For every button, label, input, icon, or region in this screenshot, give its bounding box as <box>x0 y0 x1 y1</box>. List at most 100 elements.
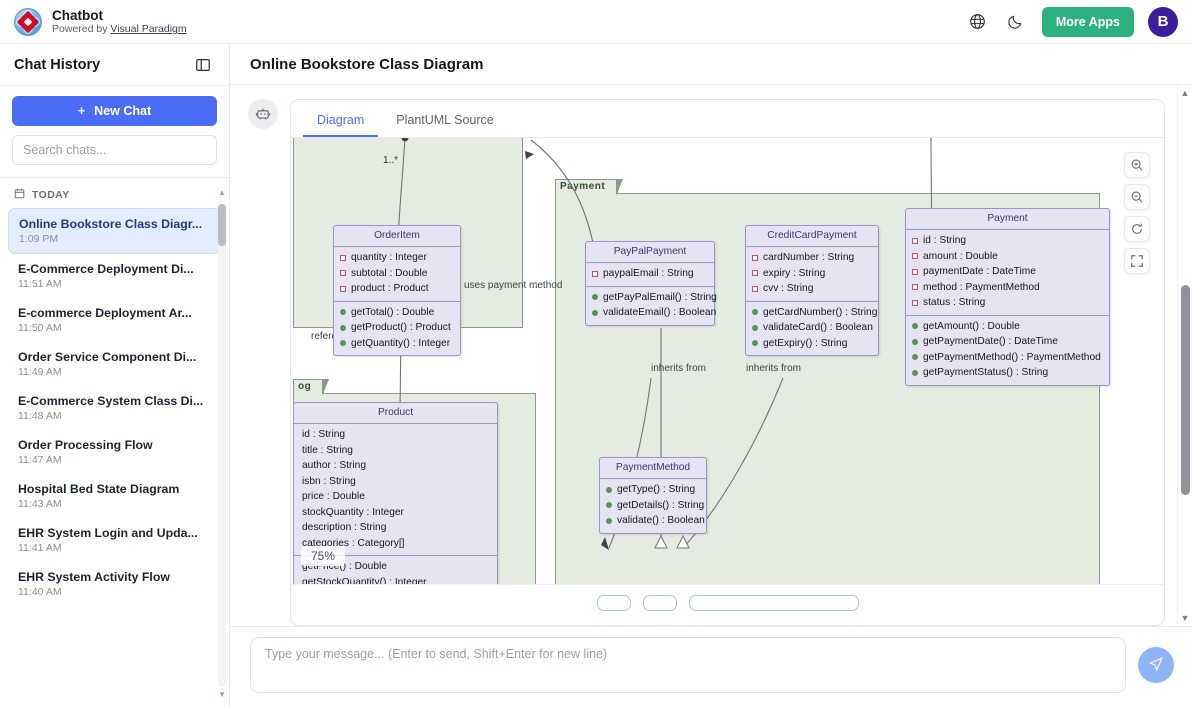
chat-history-item[interactable]: E-Commerce System Class Di...11:48 AM <box>8 386 221 430</box>
chat-history-item[interactable]: Online Bookstore Class Diagr...1:09 PM <box>8 208 221 254</box>
uml-operation-row: getAmount() : Double <box>912 319 1103 335</box>
uml-operation-row: getPaymentDate() : DateTime <box>912 334 1103 350</box>
main-scroll-thumb[interactable] <box>1181 285 1190 495</box>
chat-history-list[interactable]: TODAY Online Bookstore Class Diagr...1:0… <box>0 178 229 707</box>
uml-member-text: expiry : String <box>763 267 826 279</box>
send-button[interactable] <box>1138 647 1174 683</box>
sidebar-scroll-thumb[interactable] <box>218 204 226 246</box>
uml-member-text: getStockQuantity() : Integer <box>302 576 427 585</box>
uml-member-text: validate() : Boolean <box>617 515 705 526</box>
uml-attribute-row: expiry : String <box>752 266 872 282</box>
visibility-marker-icon <box>752 254 758 261</box>
uml-operation-row: validate() : Boolean <box>606 513 705 529</box>
visual-paradigm-logo-icon <box>14 7 42 36</box>
panel-toggle-icon[interactable] <box>191 53 215 77</box>
uml-operation-row: getStockQuantity() : Integer <box>300 575 491 585</box>
chat-history-item[interactable]: Order Service Component Di...11:49 AM <box>8 342 221 386</box>
powered-by-text: Powered by Visual Paradigm <box>52 23 187 35</box>
uml-member-text: getTotal() : Double <box>351 306 435 318</box>
zoom-in-icon[interactable] <box>1124 152 1150 178</box>
chat-item-time: 11:47 AM <box>18 454 62 466</box>
uml-attribute-row: amount : Double <box>912 249 1103 265</box>
search-input[interactable] <box>12 135 217 165</box>
uml-class-name: OrderItem <box>334 226 460 247</box>
sidebar: Chat History + New Chat <box>0 44 230 707</box>
uml-member-text: subtotal : Double <box>351 267 428 279</box>
message-input[interactable] <box>250 637 1126 693</box>
package-payment-label: Payment <box>555 179 624 196</box>
uml-operation-row: getQuantity() : Integer <box>340 336 454 352</box>
tab-plantuml-source[interactable]: PlantUML Source <box>396 113 494 127</box>
visibility-marker-icon <box>340 285 346 292</box>
chat-history-item[interactable]: EHR System Login and Upda...11:41 AM <box>8 518 221 562</box>
chat-history-item[interactable]: E-commerce Deployment Ar...11:50 AM <box>8 298 221 342</box>
more-apps-button[interactable]: More Apps <box>1041 6 1134 37</box>
uml-operation-row: validateEmail() : Boolean <box>592 305 716 321</box>
uml-member-text: id : String <box>302 429 346 440</box>
uml-operation-row: getCardNumber() : String <box>752 305 877 321</box>
main-panel: Online Bookstore Class Diagram Diagram P… <box>230 44 1192 707</box>
uml-attribute-row: stockQuantity : Integer <box>300 505 491 521</box>
tab-diagram[interactable]: Diagram <box>303 106 379 137</box>
uml-operation-row: getTotal() : Double <box>340 305 454 321</box>
moon-icon[interactable] <box>1004 10 1028 34</box>
uml-attribute-row: title : String <box>300 443 491 459</box>
top-bar: Chatbot Powered by Visual Paradigm More … <box>0 0 1192 44</box>
uml-member-text: getPaymentDate() : DateTime <box>923 336 1058 347</box>
uml-member-text: getPaymentStatus() : String <box>923 367 1049 378</box>
uml-attribute-row: method : PaymentMethod <box>912 280 1103 296</box>
action-button-3[interactable] <box>688 595 859 611</box>
fullscreen-icon[interactable] <box>1124 248 1150 274</box>
visibility-marker-icon <box>912 354 918 361</box>
message-composer <box>230 626 1192 707</box>
chat-history-item[interactable]: E-Commerce Deployment Di...11:51 AM <box>8 254 221 298</box>
scroll-down-icon[interactable]: ▼ <box>1180 613 1190 623</box>
chat-item-name: E-commerce Deployment Ar... <box>18 306 192 320</box>
diagram-viewport[interactable]: og Payment <box>291 138 1164 584</box>
main-header: Online Bookstore Class Diagram <box>230 44 1192 85</box>
uml-member-text: getAmount() : Double <box>923 320 1020 332</box>
diagram-tools <box>1124 152 1150 274</box>
chat-item-name: E-Commerce Deployment Di... <box>18 262 194 276</box>
uml-class-name: CreditCardPayment <box>746 226 878 247</box>
globe-icon[interactable] <box>966 10 990 34</box>
send-icon <box>1148 656 1164 675</box>
visual-paradigm-link[interactable]: Visual Paradigm <box>110 23 187 36</box>
uml-operation-row: getExpiry() : String <box>752 336 872 352</box>
chat-history-item[interactable]: Order Processing Flow 11:47 AM <box>8 430 221 474</box>
uml-operation-row: getProduct() : Product <box>340 320 454 336</box>
zoom-out-icon[interactable] <box>1124 184 1150 210</box>
uml-attribute-row: author : String <box>300 458 491 474</box>
uml-member-text: getPaymentMethod() : PaymentMethod <box>923 351 1101 363</box>
scroll-down-icon[interactable]: ▼ <box>218 690 226 699</box>
action-button-2[interactable] <box>642 595 677 611</box>
sidebar-scrollbar[interactable]: ▲ ▼ <box>218 188 226 699</box>
avatar[interactable]: B <box>1148 6 1178 37</box>
chat-item-name: Order Service Component Di... <box>18 350 197 364</box>
uml-operation-row: getPaymentStatus() : String <box>912 365 1103 381</box>
main-scrollbar[interactable]: ▲ ▼ <box>1177 85 1192 626</box>
calendar-icon <box>14 188 25 202</box>
uml-operation-row: getType() : String <box>606 482 700 498</box>
new-chat-button[interactable]: + New Chat <box>12 96 217 126</box>
uml-class-name: Payment <box>906 209 1109 230</box>
chat-item-name: Order Processing Flow <box>18 438 153 452</box>
action-button-1[interactable] <box>596 595 631 611</box>
uml-member-text: paypalEmail : String <box>603 268 694 279</box>
reset-zoom-icon[interactable] <box>1124 216 1150 242</box>
brand: Chatbot Powered by Visual Paradigm <box>14 7 187 36</box>
uml-class-paypalpayment[interactable]: PayPalPayment paypalEmail : String getPa… <box>585 241 717 326</box>
scroll-up-icon[interactable]: ▲ <box>218 188 226 197</box>
scroll-up-icon[interactable]: ▲ <box>1180 88 1190 98</box>
chat-group-header: TODAY <box>0 184 229 208</box>
uml-operation-row: getDetails() : String <box>606 498 704 514</box>
uml-member-text: validateCard() : Boolean <box>763 322 873 333</box>
